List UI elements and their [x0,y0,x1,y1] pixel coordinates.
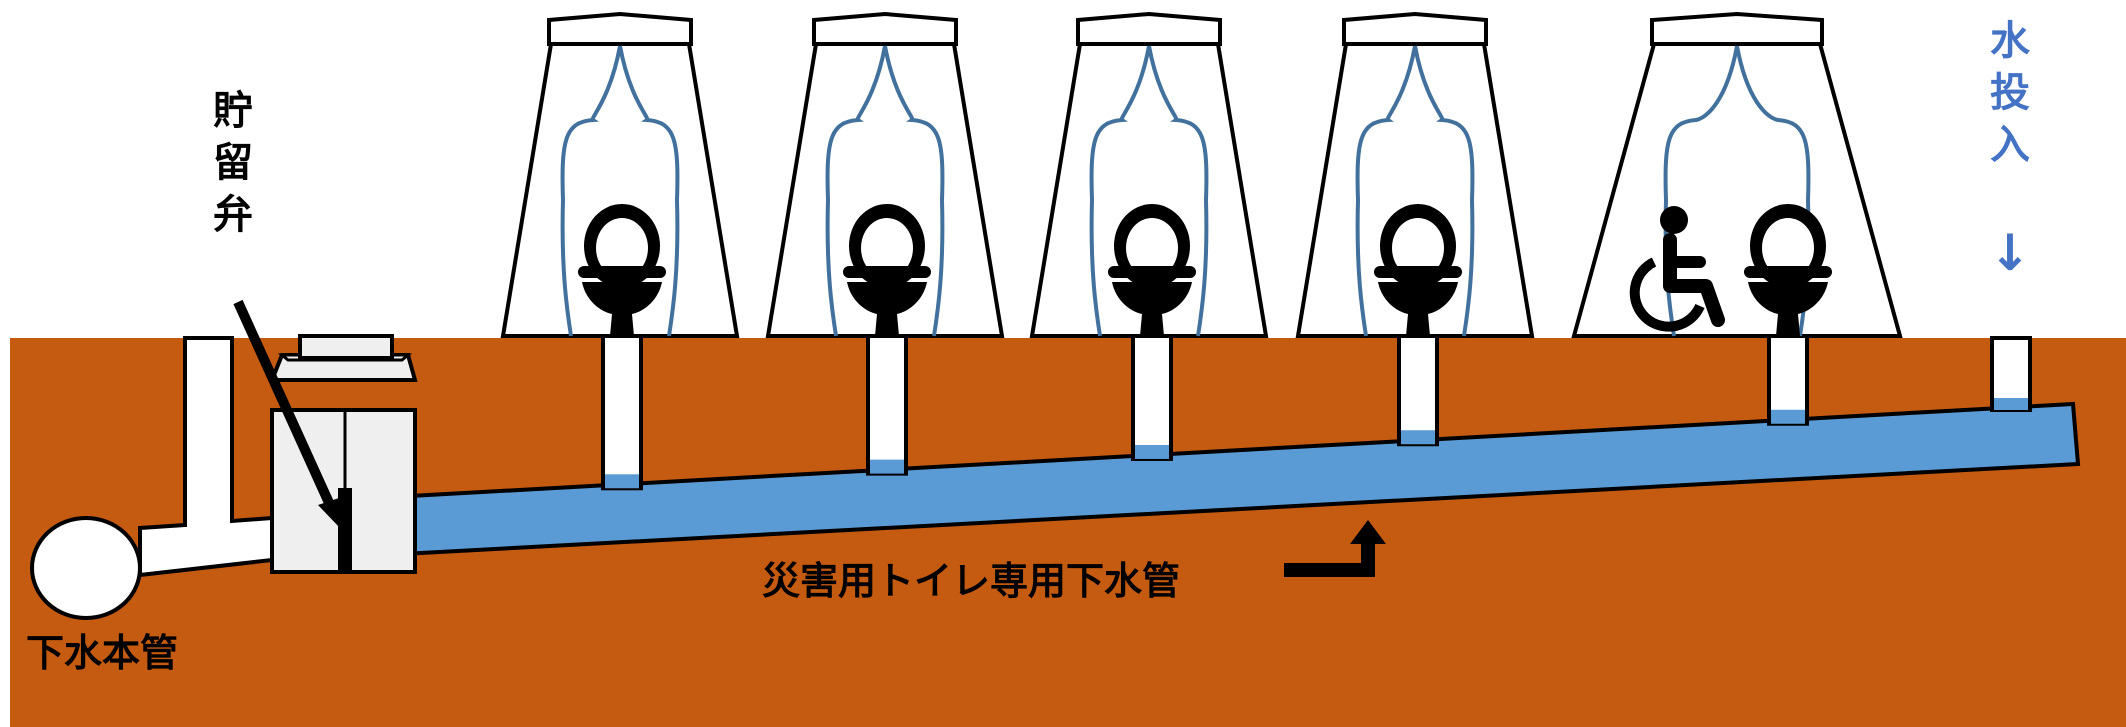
toilet-icon [578,204,666,336]
curtain-left [1355,45,1417,337]
valve-pointer-arrow [233,299,342,528]
water-inlet-pipe [1990,336,2032,412]
toilet-tents [500,11,1903,338]
water-label-char-1: 水 [1990,18,2031,64]
main-sewer-circle [30,516,142,620]
water-label-char-3: 入 [1990,122,2030,168]
toilet-tent [765,11,1005,338]
drop-pipe [1767,334,1809,426]
drop-pipe [1397,334,1439,447]
toilet-tent [1295,11,1535,338]
curtain-right [618,45,680,337]
sewer-pipe-label: 災害用トイレ専用下水管 [762,559,1180,603]
valve-label-char-1: 貯 [213,88,253,134]
toilet-tent [1571,11,1903,338]
curtain-left [1089,45,1151,337]
curtain-left [560,45,622,337]
wheelchair-icon [1629,206,1725,332]
toilet-tent [500,11,740,338]
water-down-arrow: ↓ [1989,224,2031,282]
valve-label-char-3: 弁 [213,192,253,238]
curtain-right [1413,45,1475,337]
water-label-char-2: 投 [1990,70,2030,116]
drop-pipes [601,334,1809,491]
toilet-tent [1029,11,1269,338]
drop-pipe [866,334,908,476]
valve-label-char-2: 留 [213,140,253,186]
toilet-icon [1374,204,1462,336]
toilet-icon [1744,204,1832,336]
curtain-right [883,45,945,337]
toilet-icon [843,204,931,336]
drop-pipe [1131,334,1173,461]
flow-direction-arrow [1284,520,1386,577]
curtain-left [825,45,887,337]
main-sewer-label: 下水本管 [26,631,178,675]
drop-pipe [601,334,643,491]
curtain-right [1147,45,1209,337]
toilet-icon [1108,204,1196,336]
